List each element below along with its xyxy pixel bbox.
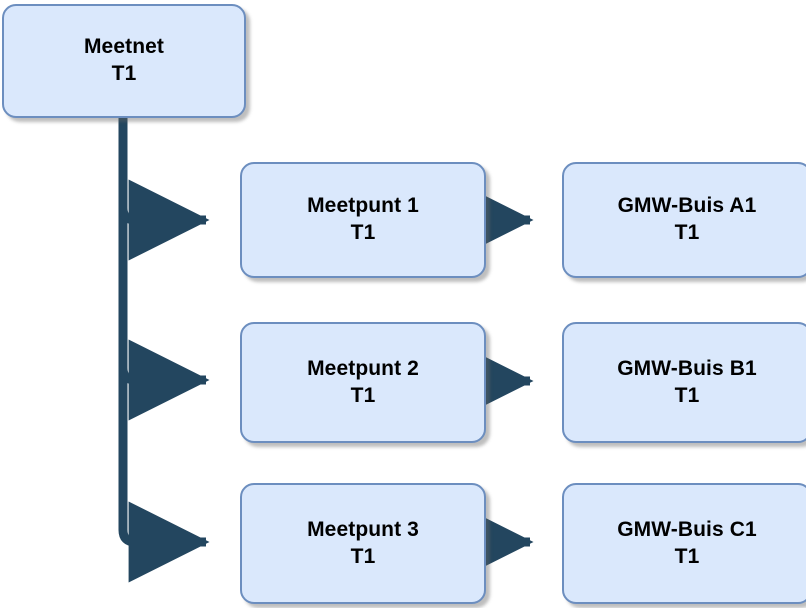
- node-gmw-buis-c1[interactable]: GMW-Buis C1 T1: [562, 483, 806, 604]
- node-meetpunt-1-label: Meetpunt 1: [307, 194, 419, 218]
- node-gmw-buis-c1-label: GMW-Buis C1: [617, 517, 757, 541]
- node-meetpunt-2-sublabel: T1: [350, 383, 376, 407]
- node-gmw-buis-a1-sublabel: T1: [674, 221, 700, 244]
- node-gmw-buis-b1-sublabel: T1: [674, 383, 700, 407]
- node-meetpunt-2-label: Meetpunt 2: [307, 356, 419, 380]
- edge-root-meetpunt-1: [118, 179, 210, 261]
- node-gmw-buis-b1[interactable]: GMW-Buis B1 T1: [562, 322, 806, 443]
- node-meetnet[interactable]: Meetnet T1: [2, 4, 246, 118]
- node-gmw-buis-c1-sublabel: T1: [674, 544, 700, 568]
- node-meetpunt-1[interactable]: Meetpunt 1 T1: [240, 162, 486, 278]
- node-meetpunt-3[interactable]: Meetpunt 3 T1: [240, 483, 486, 604]
- node-meetpunt-3-label: Meetpunt 3: [307, 517, 419, 541]
- edge-trunk: [118, 118, 150, 547]
- node-meetnet-sublabel: T1: [111, 62, 137, 85]
- node-gmw-buis-a1[interactable]: GMW-Buis A1 T1: [562, 162, 806, 278]
- node-meetnet-label: Meetnet: [83, 35, 165, 59]
- node-meetpunt-2[interactable]: Meetpunt 2 T1: [240, 322, 486, 443]
- node-meetpunt-3-sublabel: T1: [350, 544, 376, 568]
- node-gmw-buis-b1-label: GMW-Buis B1: [617, 356, 757, 380]
- node-gmw-buis-a1-label: GMW-Buis A1: [617, 194, 757, 218]
- edge-root-meetpunt-2: [118, 339, 210, 421]
- node-meetpunt-1-sublabel: T1: [350, 221, 376, 244]
